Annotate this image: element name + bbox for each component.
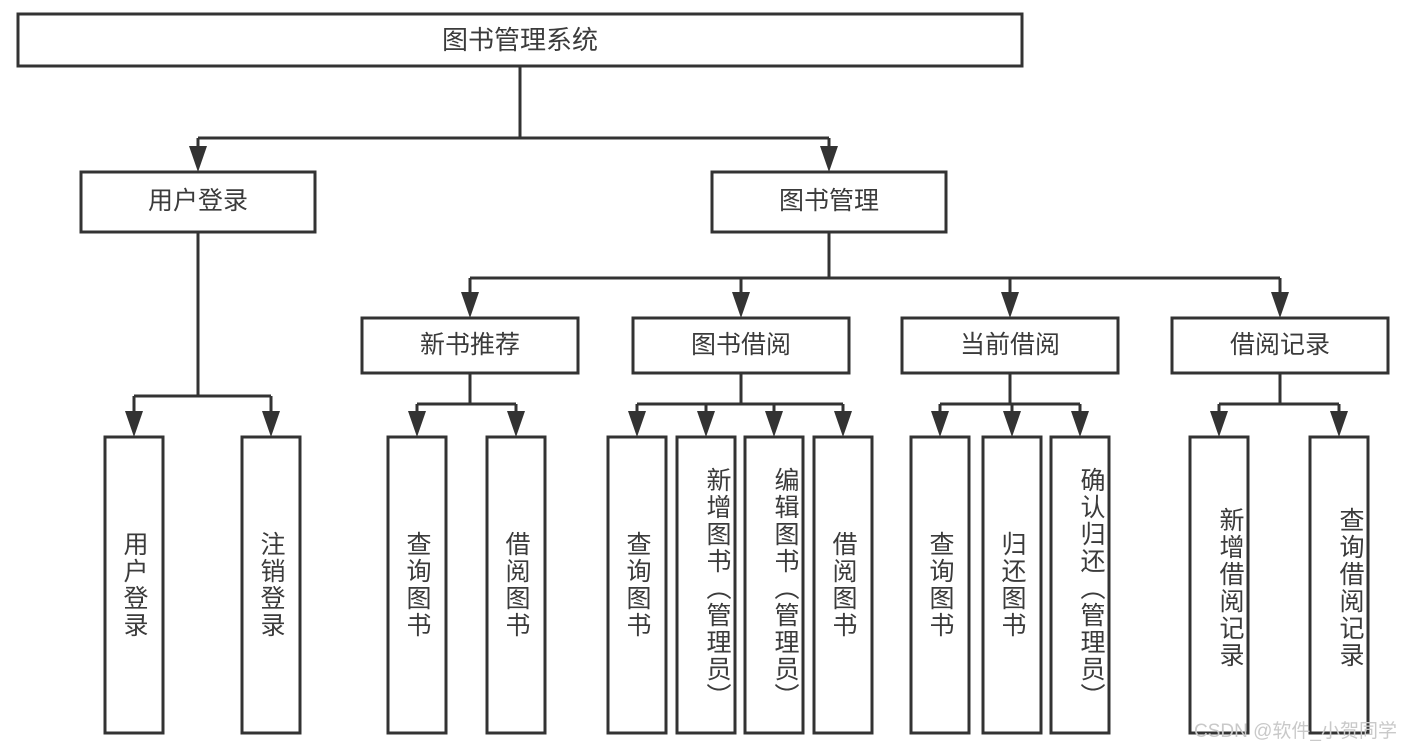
arrow-head-borrow-record: [1271, 292, 1289, 318]
node-box-leaf-query-book-3[interactable]: [909, 435, 971, 735]
arrow-head-leaf-borrow-book-2: [834, 411, 852, 437]
node-box-user-login[interactable]: [79, 170, 317, 234]
node-box-leaf-borrow-book-2[interactable]: [812, 435, 874, 735]
node-box-leaf-add-record[interactable]: [1188, 435, 1250, 735]
node-box-book-manage[interactable]: [710, 170, 948, 234]
node-box-leaf-confirm-return[interactable]: [1049, 435, 1111, 735]
node-box-leaf-user-login[interactable]: [103, 435, 165, 735]
node-box-leaf-query-record[interactable]: [1308, 435, 1370, 735]
arrow-head-leaf-query-record: [1330, 411, 1348, 437]
arrow-head-leaf-query-book-3: [931, 411, 949, 437]
arrow-head-leaf-query-book-2: [628, 411, 646, 437]
node-box-leaf-edit-book[interactable]: [743, 435, 805, 735]
arrow-head-leaf-edit-book: [765, 411, 783, 437]
node-box-layer: [16, 12, 1390, 735]
node-box-new-book-recommend[interactable]: [360, 316, 580, 375]
node-box-leaf-query-book-1[interactable]: [386, 435, 448, 735]
node-box-leaf-borrow-book-1[interactable]: [485, 435, 547, 735]
arrow-head-book-borrow: [732, 292, 750, 318]
connector-layer: [125, 66, 1348, 437]
arrow-head-leaf-user-login: [125, 411, 143, 437]
arrow-head-leaf-add-record: [1210, 411, 1228, 437]
arrow-head-leaf-confirm-return: [1071, 411, 1089, 437]
node-box-borrow-record[interactable]: [1170, 316, 1390, 375]
arrow-head-current-borrow: [1001, 292, 1019, 318]
arrow-head-leaf-borrow-book-1: [507, 411, 525, 437]
arrow-head-leaf-logout: [262, 411, 280, 437]
arrow-head-leaf-add-book: [697, 411, 715, 437]
node-box-leaf-logout[interactable]: [240, 435, 302, 735]
node-box-leaf-return-book[interactable]: [981, 435, 1043, 735]
node-box-leaf-add-book[interactable]: [675, 435, 737, 735]
node-box-current-borrow[interactable]: [900, 316, 1120, 375]
arrow-head-leaf-query-book-1: [408, 411, 426, 437]
arrow-head-book-manage: [820, 146, 838, 172]
arrow-head-new-book-recommend: [461, 292, 479, 318]
node-box-root[interactable]: [16, 12, 1024, 68]
arrow-head-leaf-return-book: [1003, 411, 1021, 437]
node-box-book-borrow[interactable]: [631, 316, 851, 375]
node-box-leaf-query-book-2[interactable]: [606, 435, 668, 735]
arrow-head-user-login: [189, 146, 207, 172]
